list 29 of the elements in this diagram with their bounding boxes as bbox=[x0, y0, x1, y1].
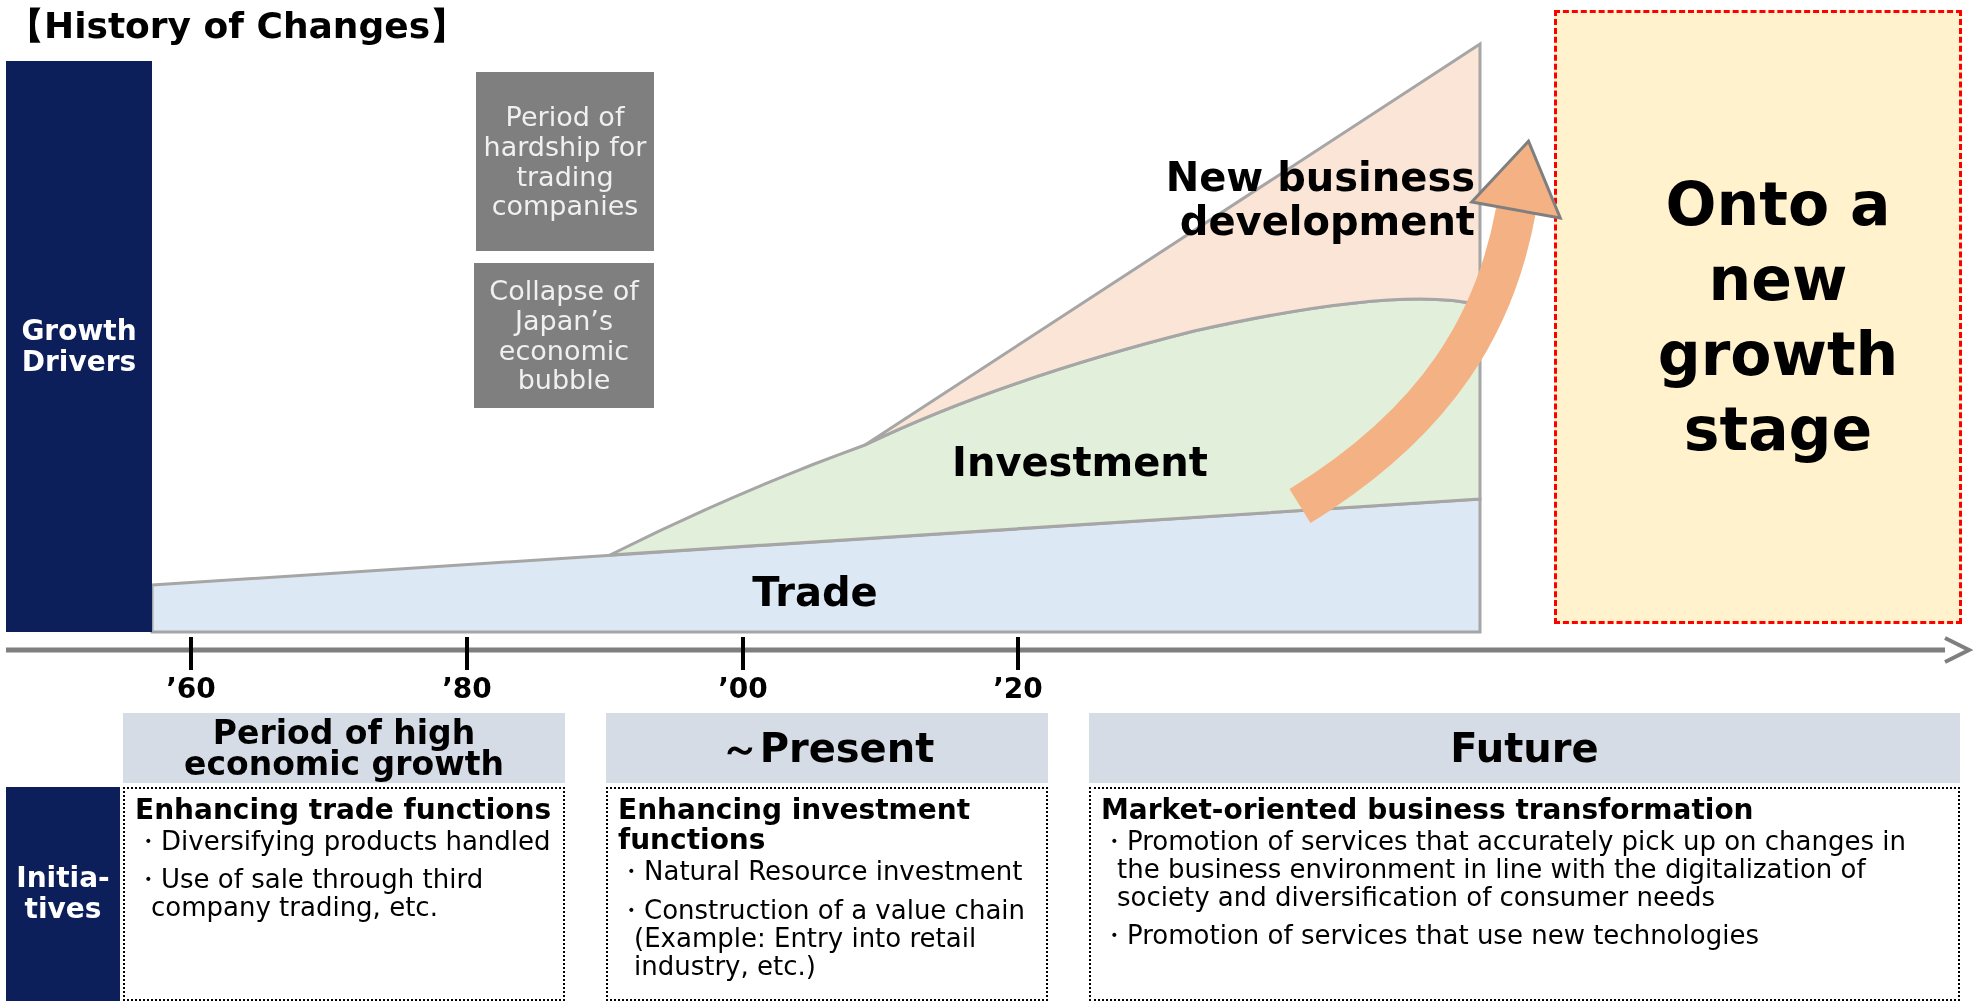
panel-heading: Market-oriented business transformation bbox=[1101, 795, 1755, 826]
period-header: Future bbox=[1089, 713, 1960, 783]
event-box: Period of hardship for trading companies bbox=[476, 72, 654, 251]
initiative-panel bbox=[123, 787, 565, 1001]
area-label: New business development bbox=[1164, 155, 1475, 243]
row-header: Initia-tives bbox=[6, 787, 120, 1001]
row-header: Growth Drivers bbox=[6, 61, 152, 632]
curved-arrow bbox=[1289, 140, 1562, 523]
year-label: ’80 bbox=[441, 672, 493, 705]
period-header: Period of high economic growth bbox=[123, 713, 565, 783]
panel-heading: Enhancing trade functions bbox=[135, 795, 553, 826]
event-box: Collapse of Japan’s economic bubble bbox=[474, 263, 654, 408]
page-title: 【History of Changes】 bbox=[8, 4, 467, 48]
bullet-text: ・Promotion of services that use new technologies bbox=[1101, 921, 1760, 950]
year-label: ’20 bbox=[992, 672, 1044, 705]
initiative-panel bbox=[606, 787, 1048, 1001]
panel-heading: Enhancing investment functions bbox=[618, 795, 972, 856]
bullet-text: ・Natural Resource investment bbox=[618, 857, 1024, 886]
area-label: Trade bbox=[751, 570, 879, 614]
goal-box: Onto a new growth stage bbox=[1554, 10, 1962, 624]
year-label: ’60 bbox=[165, 672, 217, 705]
bullet-text: ・Diversifying products handled bbox=[135, 827, 552, 856]
area-label: Investment bbox=[951, 440, 1209, 484]
bullet-text: ・Construction of a value chain (Example: Entry into retail industry, etc.) bbox=[618, 895, 1027, 980]
year-label: ’00 bbox=[717, 672, 769, 705]
initiative-panel bbox=[1089, 787, 1960, 1001]
bullet-text: ・Use of sale through third company trading, etc. bbox=[135, 865, 485, 922]
period-header: ～Present bbox=[606, 713, 1048, 783]
bullet-text: ・Promotion of services that accurately pick up on changes in the business environment in line with the digitalization of society and diversification of consumer needs bbox=[1101, 827, 1907, 912]
